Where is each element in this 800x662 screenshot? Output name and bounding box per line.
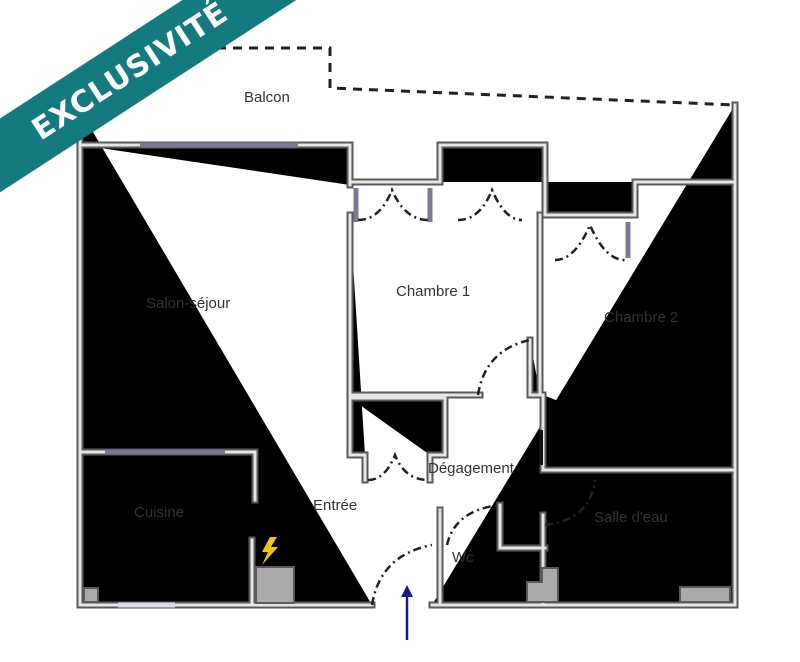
room-label-wc: Wc: [452, 549, 474, 566]
room-label-degagement: Dégagement: [428, 460, 515, 477]
doors[interactable]: [357, 186, 626, 606]
shower-block: [526, 567, 559, 603]
corner-box: [83, 587, 99, 603]
room-label-salon: Salon-séjour: [146, 295, 230, 312]
vanity-box: [679, 586, 731, 603]
lightning-icon: [262, 537, 278, 565]
room-label-chambre1: Chambre 1: [396, 283, 470, 300]
room-label-balcon: Balcon: [244, 89, 290, 106]
room-label-salle-eau: Salle d'eau: [594, 509, 668, 526]
utility-box: [255, 566, 295, 604]
balcony-outline: [185, 46, 736, 107]
entrance-arrow-icon: [401, 585, 413, 640]
room-label-chambre2: Chambre 2: [604, 309, 678, 326]
room-label-cuisine: Cuisine: [134, 504, 184, 521]
room-label-entree: Entrée: [313, 497, 357, 514]
